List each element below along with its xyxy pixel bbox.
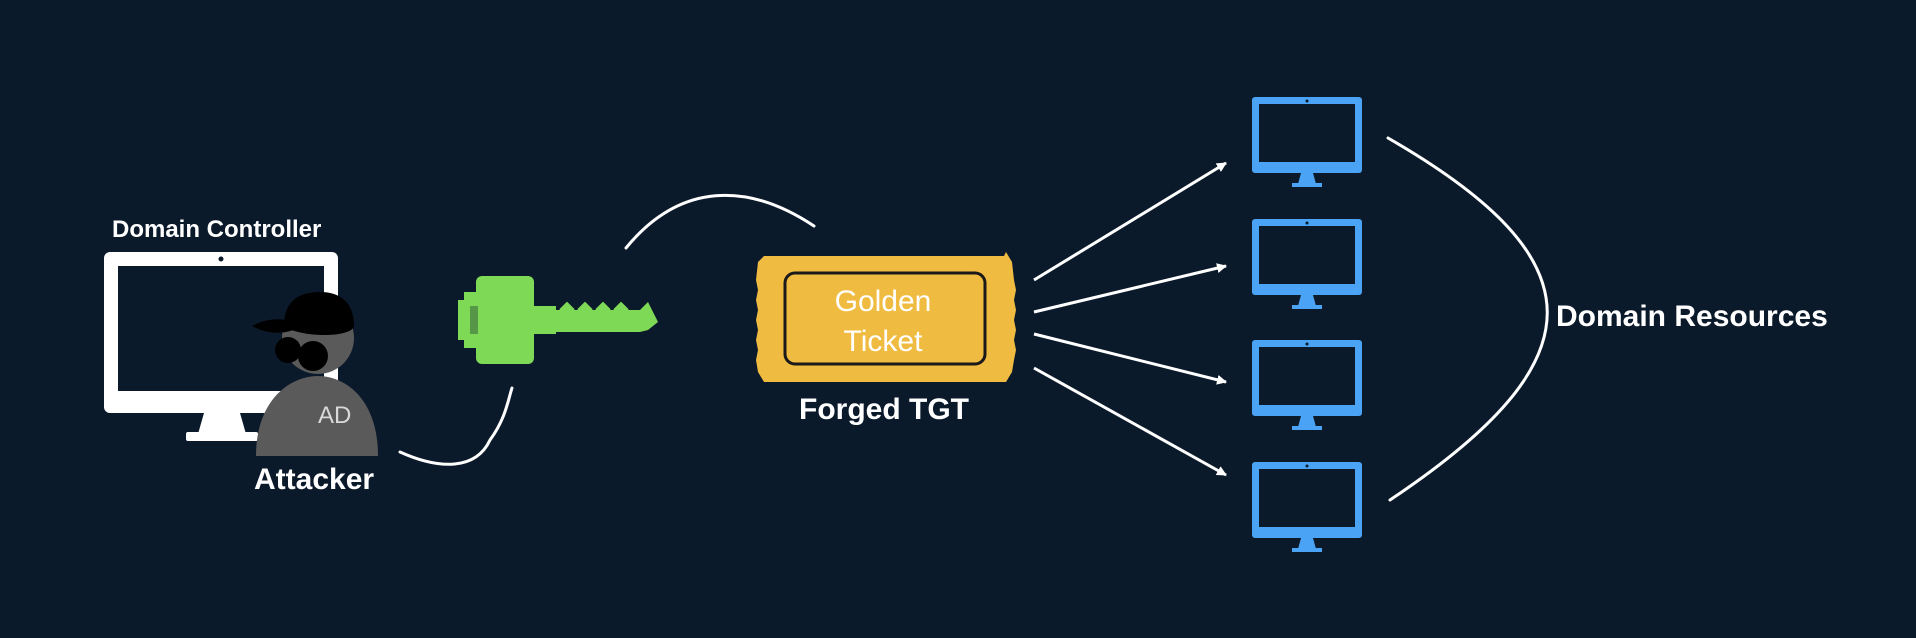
domain-resources-label: Domain Resources (1556, 300, 1828, 333)
ad-badge: AD (318, 402, 352, 429)
resource-monitor-icon (1252, 462, 1362, 552)
forged-tgt-label: Forged TGT (799, 393, 969, 426)
domain-controller-label: Domain Controller (112, 216, 322, 243)
resource-monitor-icon (1252, 340, 1362, 430)
ticket-text: Golden Ticket (788, 282, 978, 362)
arrow-to-resource-2 (1033, 263, 1227, 314)
resources-bracket (1386, 136, 1549, 502)
resource-monitor-icon (1252, 97, 1362, 187)
arrow-to-resource-1 (1033, 161, 1227, 282)
arrow-to-resource-3 (1033, 332, 1227, 385)
key-icon (458, 276, 658, 364)
golden-ticket-icon (756, 252, 1016, 382)
attacker-icon (252, 292, 378, 456)
arrow-to-resource-4 (1033, 366, 1227, 477)
connector-key-to-ticket (624, 193, 816, 250)
resource-monitor-icon (1252, 219, 1362, 309)
ticket-line-1: Golden (834, 285, 932, 318)
connector-attacker-to-key (398, 386, 514, 466)
attacker-label: Attacker (254, 463, 375, 496)
ticket-line-2: Ticket (843, 325, 923, 358)
